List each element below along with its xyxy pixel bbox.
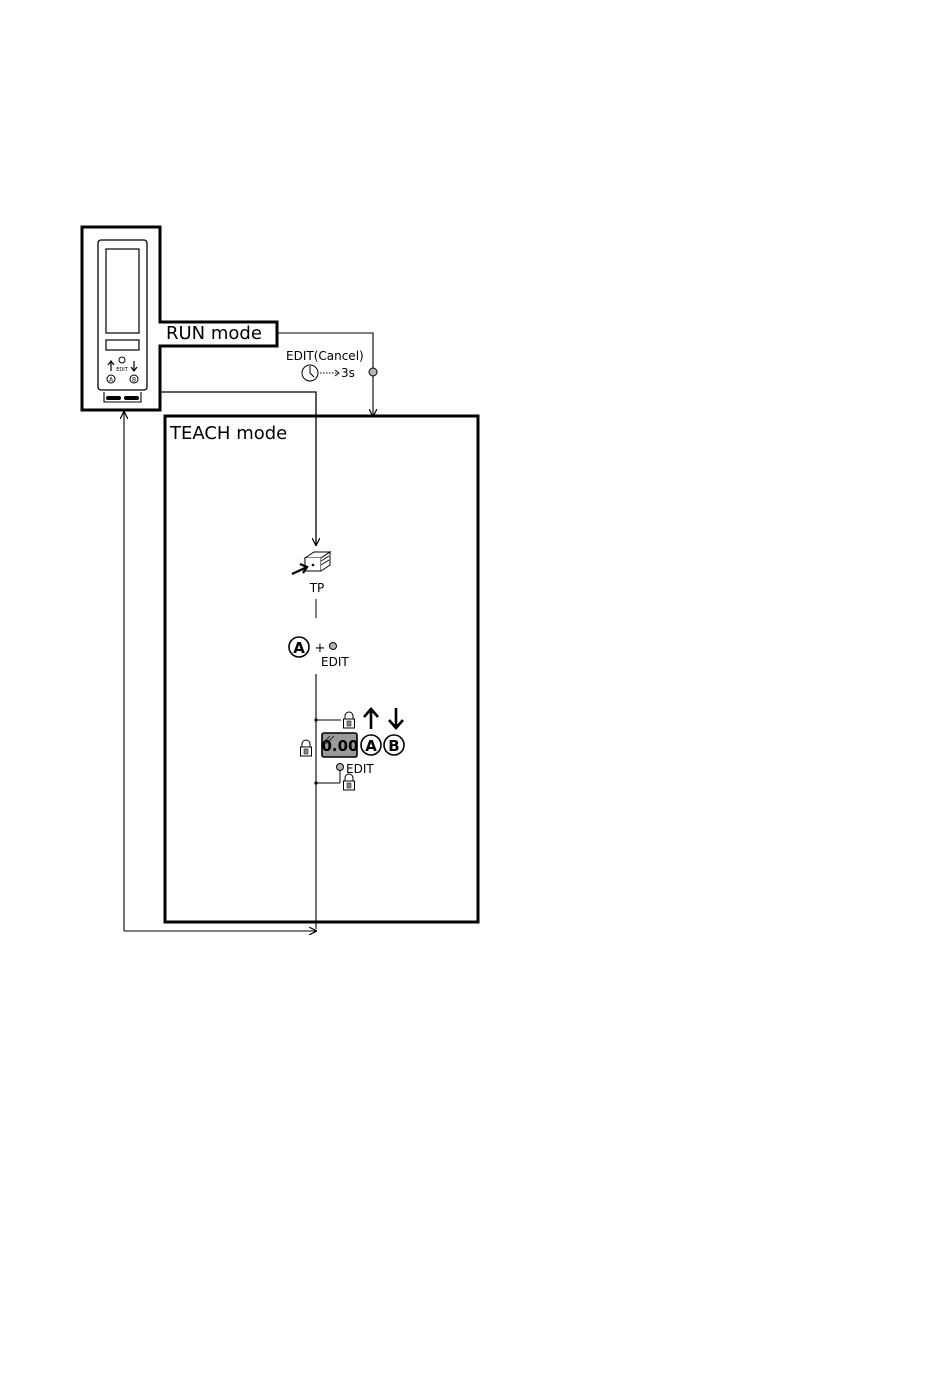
device-display-window <box>106 249 139 333</box>
timer-value: 3s <box>341 366 355 380</box>
device-connector-pin-left <box>106 396 121 400</box>
start-plus-sign: + <box>315 641 326 656</box>
teach-point-icon <box>305 552 330 571</box>
value-button-b-label: B <box>388 737 399 755</box>
value-loop-top-dot <box>314 718 317 721</box>
teach-mode-frame <box>165 416 478 922</box>
teach-mode-label: TEACH mode <box>169 423 287 444</box>
device-edit-led <box>119 357 125 363</box>
device-button-b-label: B <box>132 377 136 384</box>
teach-press-arrow-icon <box>292 564 307 574</box>
teach-point-label: TP <box>309 581 325 595</box>
device-small-display <box>106 340 139 350</box>
cancel-path-line <box>278 333 373 416</box>
up-arrow-icon <box>364 709 378 729</box>
lock-icon-left <box>301 740 312 756</box>
sensor-device: EDIT A B <box>98 240 147 402</box>
start-edit-indicator <box>330 643 337 650</box>
value-button-a-label: A <box>365 737 377 755</box>
run-mode-label: RUN mode <box>166 323 262 344</box>
value-display-text: 0.00 <box>321 737 358 755</box>
cancel-edit-indicator <box>369 368 377 376</box>
value-edit-label: EDIT <box>346 762 374 776</box>
value-loop-bottom-dot <box>314 781 317 784</box>
start-button-a-label: A <box>293 639 305 657</box>
device-edit-label: EDIT <box>116 367 128 373</box>
value-edit-indicator <box>337 764 344 771</box>
cancel-edit-label: EDIT(Cancel) <box>286 349 364 363</box>
device-connector-pin-right <box>124 396 139 400</box>
down-arrow-icon <box>389 708 403 728</box>
value-loop-bottom <box>316 769 340 783</box>
timer-icon <box>302 365 318 381</box>
lock-icon-top <box>344 712 355 728</box>
start-edit-label: EDIT <box>321 655 349 669</box>
lock-icon-bottom <box>344 774 355 790</box>
